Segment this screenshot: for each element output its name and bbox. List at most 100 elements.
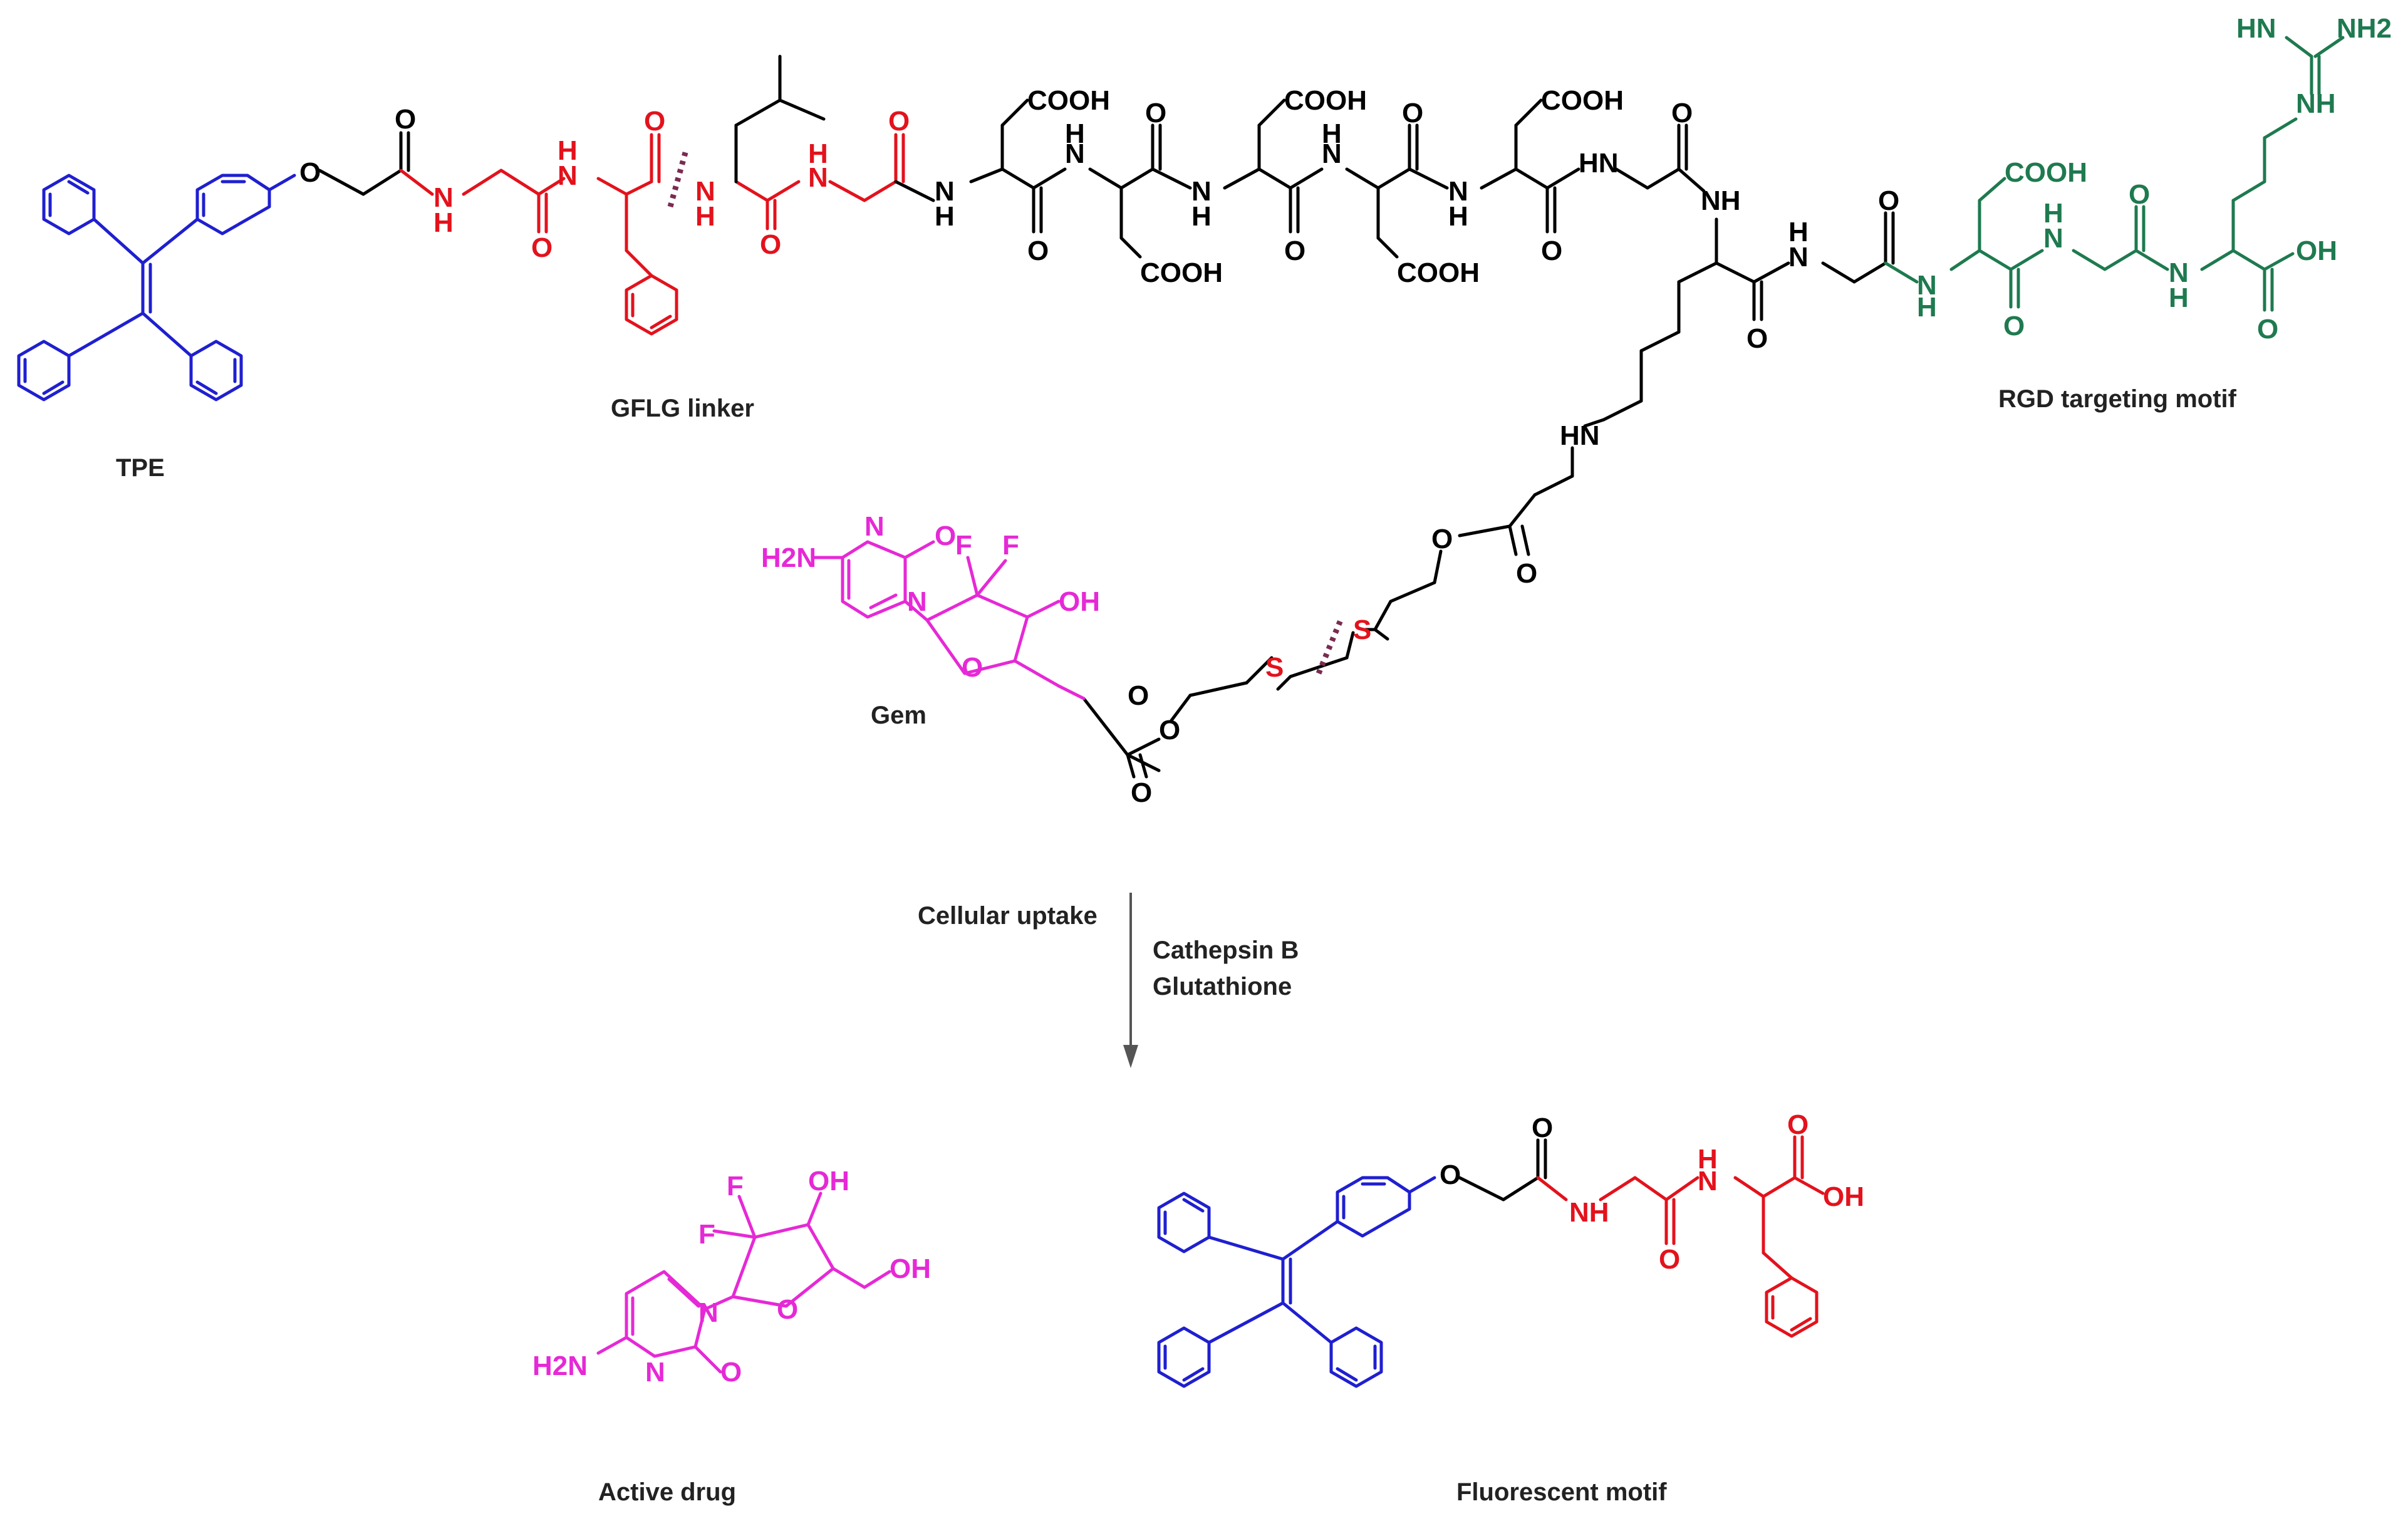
asp1-co-o: O [1027, 236, 1049, 266]
gly2-n: N [808, 162, 828, 193]
gly2-h: H [808, 138, 828, 169]
gem-f1: F [955, 530, 972, 561]
cathepsin-cleavage-mark [667, 149, 689, 208]
label-rgd-motif: RGD targeting motif [1998, 385, 2237, 413]
fm-gly-co-o: O [1659, 1244, 1680, 1275]
asp2-cooh: COOH [1140, 257, 1223, 288]
oxyacetyl-linker [318, 131, 410, 196]
phe-h: H [558, 135, 578, 166]
phe-n: N [558, 160, 578, 191]
drug-sugar-o: O [777, 1294, 798, 1325]
carbonate-o2: O [1128, 680, 1149, 711]
lys-co-o: O [1746, 323, 1768, 354]
gem-ring-n1: N [907, 586, 927, 617]
asp5-h: H [1448, 201, 1468, 232]
gem-oh: OH [1059, 586, 1100, 617]
rgd-arg-n: N [2169, 257, 2189, 288]
label-fluorescent-motif: Fluorescent motif [1456, 1478, 1667, 1506]
reaction-arrow-head [1123, 1045, 1138, 1068]
drug-ring-n3: N [645, 1357, 665, 1388]
disulfide-linker-bonds [1082, 628, 1389, 779]
fm-phe-oh: OH [1823, 1181, 1864, 1212]
gly4-n: N [1788, 242, 1809, 272]
fm-phe-co-o: O [1787, 1109, 1809, 1140]
ester-o: O [1431, 524, 1453, 554]
asp1-n: N [935, 176, 955, 207]
fm-linker-bonds [1458, 1138, 1547, 1202]
leu-nh: N [695, 176, 715, 207]
asp-backbone-bonds [894, 98, 1895, 631]
rgd-asp-co-o: O [2003, 311, 2025, 341]
lys-nh: NH [1701, 185, 1741, 216]
fm-gf-bonds [1536, 1135, 1825, 1338]
label-cathepsin-b: Cathepsin B [1153, 937, 1299, 964]
disulfide-s1: S [1265, 652, 1284, 683]
label-active-drug: Active drug [598, 1478, 736, 1506]
drug-3-oh: OH [808, 1166, 849, 1196]
gem-fragment-bonds [812, 540, 1086, 700]
carbonate-co-o: O [1131, 777, 1152, 808]
drug-5-oh: OH [890, 1254, 931, 1284]
glutathione-cleavage-mark [1316, 619, 1344, 675]
gly3-hn: HN [1579, 148, 1619, 179]
label-tpe: TPE [116, 454, 165, 482]
fm-gly-nh: NH [1569, 1197, 1609, 1228]
asp3-h: H [1191, 201, 1212, 232]
gem-f2: F [1002, 530, 1019, 561]
gly1-nh: N [433, 182, 454, 213]
fm-phe-n: N [1698, 1166, 1718, 1196]
active-drug-bonds [596, 1191, 891, 1374]
drug-f2: F [727, 1171, 744, 1202]
label-cellular-uptake: Cellular uptake [918, 902, 1098, 930]
phe-co-o: O [644, 106, 665, 137]
label-glutathione: Glutathione [1153, 973, 1292, 1000]
rgd-asp-cooh: COOH [2005, 157, 2087, 188]
asp3-n: N [1191, 176, 1212, 207]
asp5-cooh: COOH [1541, 85, 1624, 116]
asp3-cooh: COOH [1284, 85, 1367, 116]
gly3-co-o: O [1671, 98, 1693, 128]
gflg-linker-bonds [399, 133, 905, 336]
rgd-arg-h: H [2169, 283, 2189, 313]
asp4-h: H [1322, 118, 1342, 149]
gly4-h: H [1788, 217, 1809, 247]
carbonyl-o: O [395, 104, 416, 135]
gly1-h: H [433, 207, 454, 238]
leucine-side-chain [734, 54, 826, 184]
drug-h2n: H2N [532, 1351, 588, 1381]
gly4-co-o: O [1878, 185, 1899, 216]
drug-f1: F [698, 1219, 715, 1250]
leu-co-o: O [760, 229, 781, 260]
fm-ether-o: O [1440, 1160, 1461, 1190]
gem-sugar-o: O [962, 652, 983, 683]
rgd-arg-co-o: O [2257, 314, 2278, 345]
fluorescent-tpe-bonds [1157, 1176, 1436, 1388]
gem-ring-n3: N [864, 511, 885, 542]
disulfide-s2: S [1353, 615, 1371, 645]
rgd-arg-oh: OH [2296, 236, 2337, 266]
asp2-co-o: O [1145, 98, 1166, 128]
asp2-n: N [1065, 138, 1085, 169]
asp2-h: H [1065, 118, 1085, 149]
lys-side-hn: HN [1560, 420, 1600, 451]
leu-h: H [695, 201, 715, 232]
drug-ring-n1: N [698, 1297, 719, 1328]
guanidine-nh2: NH2 [2337, 13, 2392, 44]
tpe-fragment [17, 174, 296, 402]
guanidine-nh: NH [2296, 88, 2336, 119]
rgd-gly-co-o: O [2129, 179, 2150, 210]
fm-phe-h: H [1698, 1144, 1718, 1175]
gly-rgd-n: N [1917, 270, 1937, 301]
asp1-h: H [935, 201, 955, 232]
gly2-co-o: O [888, 106, 910, 137]
drug-ring-o: O [720, 1357, 742, 1388]
rgd-bonds [1884, 36, 2345, 312]
gem-h2n: H2N [761, 542, 816, 573]
fm-carbonyl-o: O [1532, 1113, 1553, 1143]
guanidine-hn: HN [2236, 13, 2276, 44]
carbonate-o1: O [1159, 715, 1180, 745]
asp4-co-o: O [1402, 98, 1423, 128]
asp4-n: N [1322, 138, 1342, 169]
gly-rgd-h: H [1917, 292, 1937, 323]
